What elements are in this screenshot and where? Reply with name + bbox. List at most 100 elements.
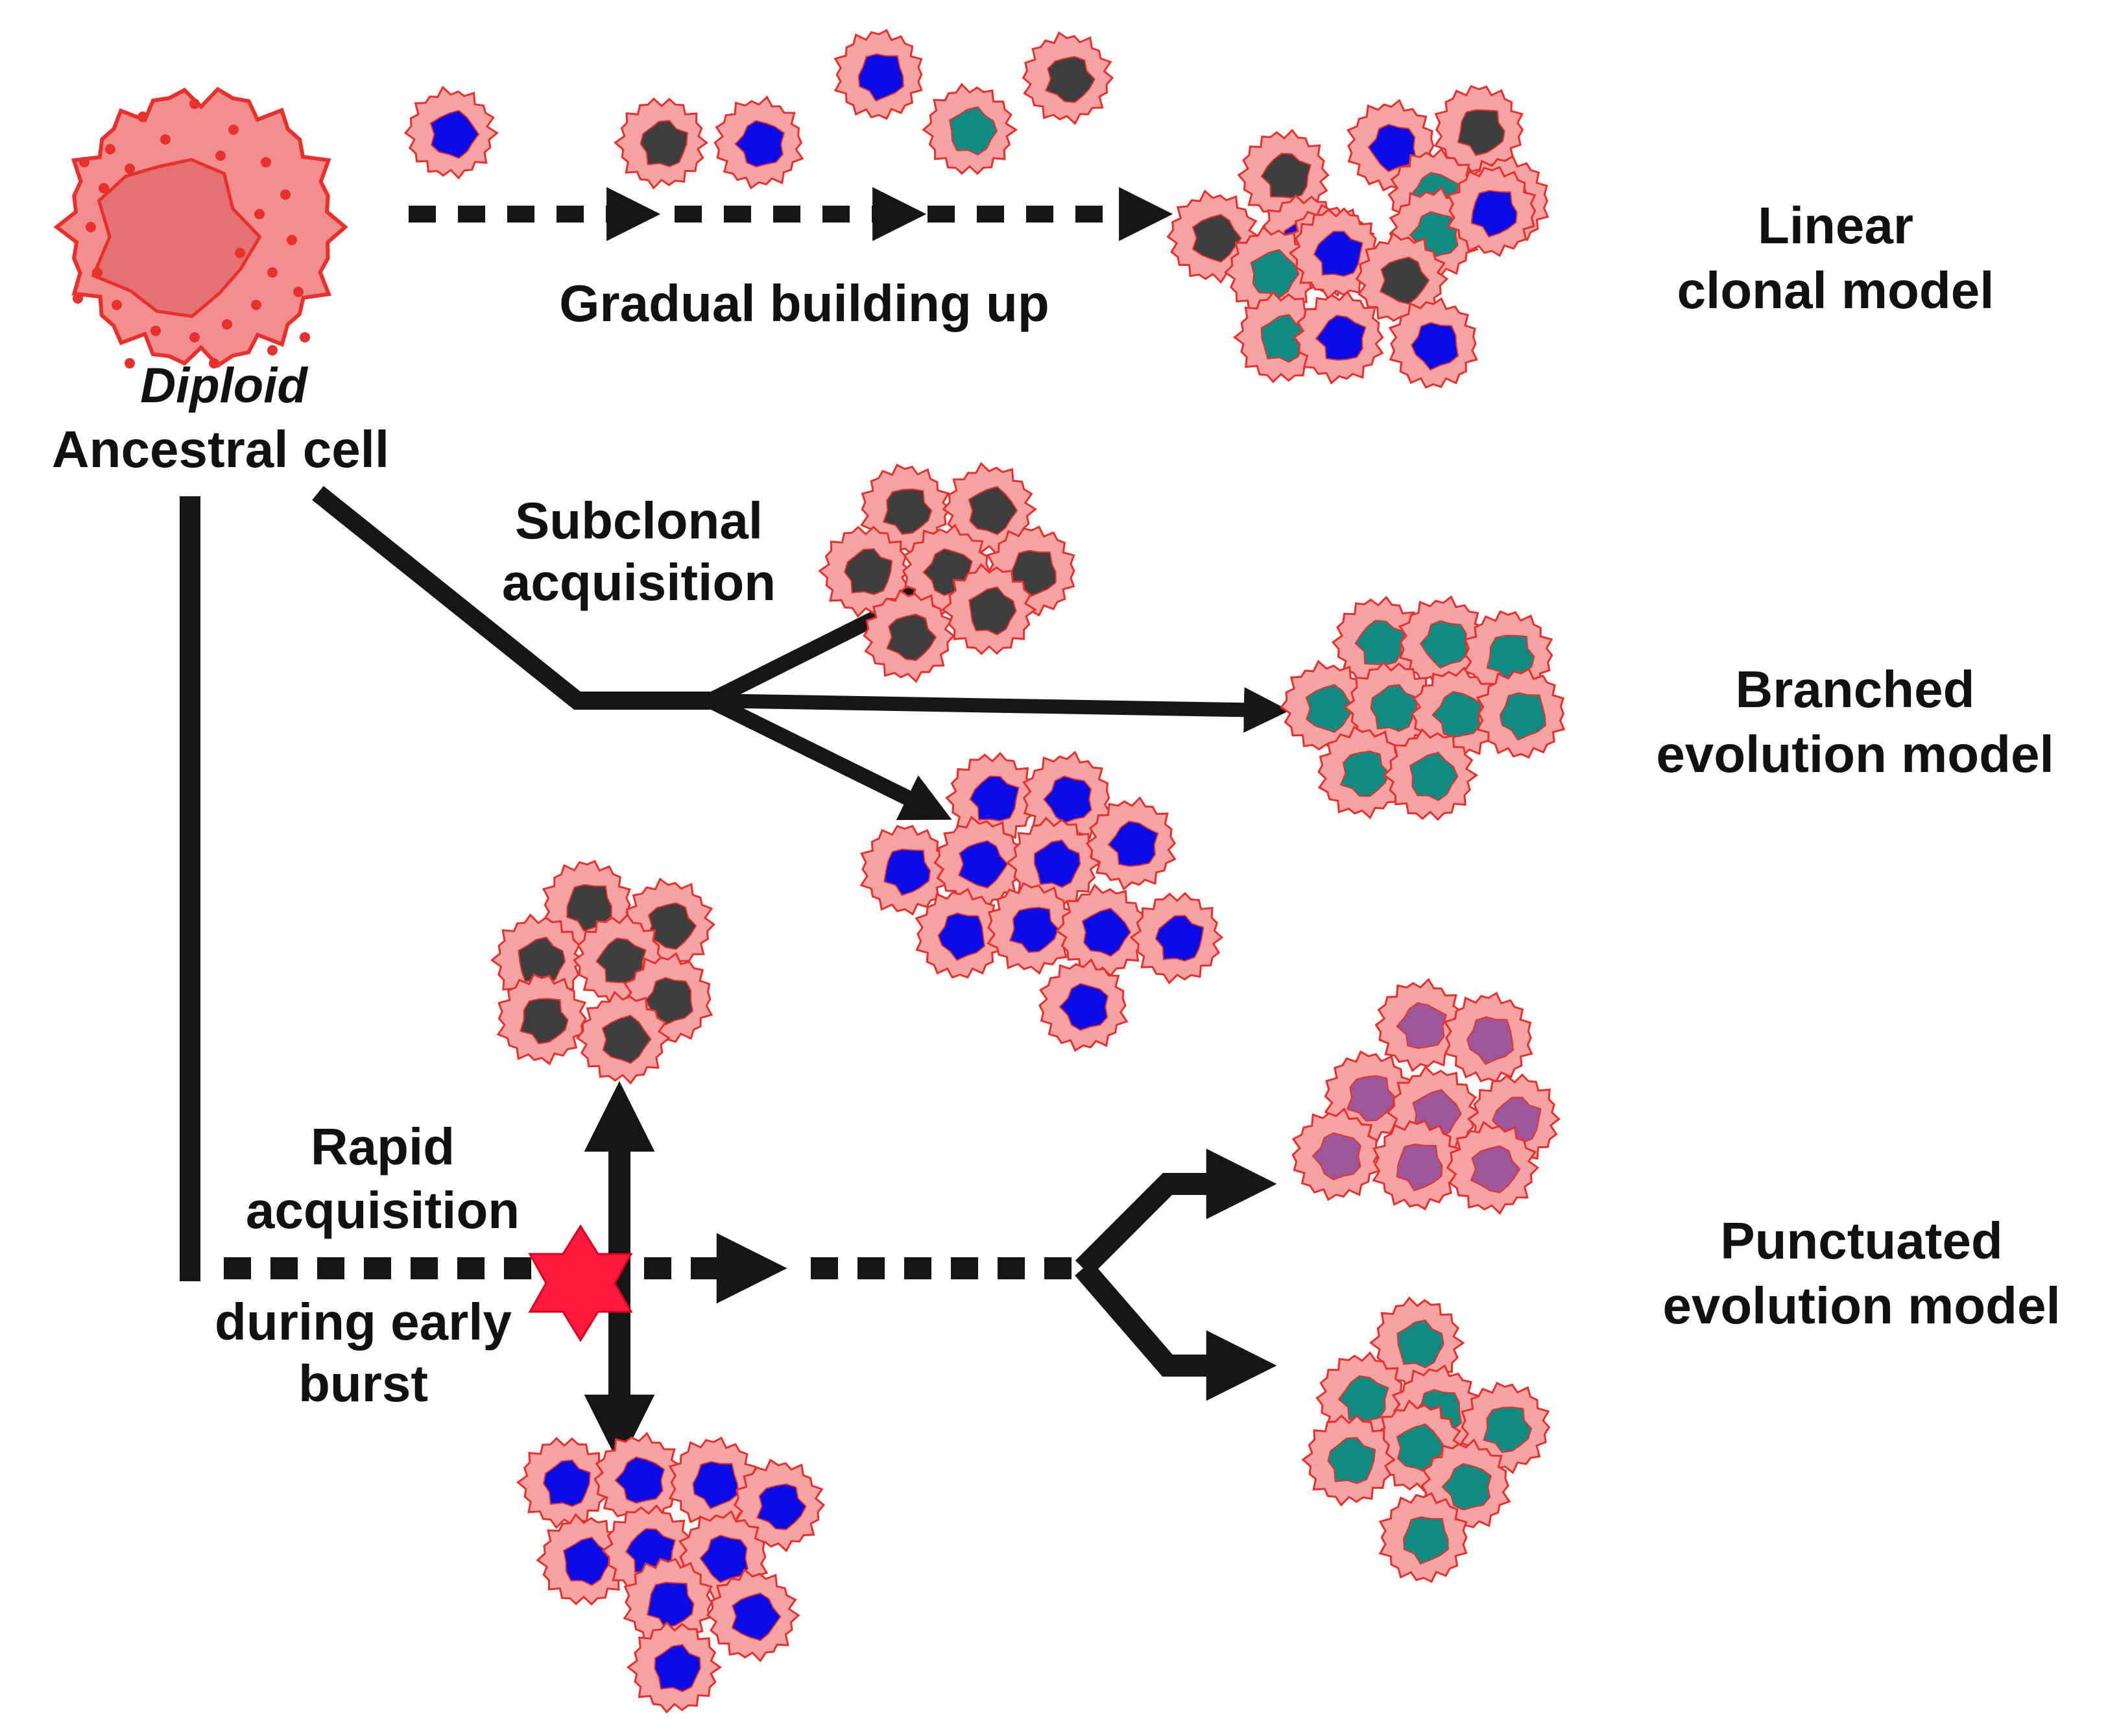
granule-dot — [267, 345, 278, 356]
cell-gray — [942, 462, 1038, 556]
cell-nucleus — [1483, 1406, 1533, 1453]
cell-blue — [1038, 958, 1129, 1052]
cell-nucleus — [1192, 213, 1242, 263]
cell-blue — [593, 1432, 684, 1526]
granule-dot — [222, 319, 232, 330]
cell-nucleus — [1260, 313, 1308, 363]
cell-teal — [1369, 1296, 1465, 1389]
cell-blue — [678, 1510, 769, 1603]
cell-nucleus — [857, 53, 904, 102]
ancestral-cell — [53, 86, 348, 368]
burst-star-icon — [528, 1224, 633, 1342]
cell-nucleus — [1044, 56, 1096, 103]
cell-nucleus — [601, 1015, 652, 1065]
granule-dot — [105, 144, 115, 154]
cell-gray — [496, 973, 587, 1066]
cell-gray — [1237, 128, 1330, 223]
cell-nucleus — [1312, 1132, 1361, 1181]
punctuated-purple-clone — [1291, 978, 1561, 1215]
cell-blue — [1446, 165, 1537, 258]
cell-nucleus — [1042, 775, 1092, 825]
linear-model-label-line1: Linear — [1758, 197, 1913, 254]
ancestral-cell-nucleus — [91, 158, 262, 319]
cell-nucleus — [968, 586, 1017, 636]
cell-nucleus — [1107, 821, 1159, 867]
cell-purple — [1443, 991, 1533, 1083]
ancestral-cell-label: Ancestral cell — [52, 420, 389, 478]
cell-teal — [1378, 1491, 1468, 1584]
granule-dot — [125, 163, 135, 174]
cell-nucleus — [948, 106, 998, 156]
punctuated-model-label-line1: Punctuated — [1720, 1212, 2003, 1270]
cell-blue — [1055, 884, 1151, 978]
cell-nucleus — [1315, 315, 1367, 361]
cell-nucleus — [1499, 692, 1546, 741]
granule-dot — [261, 157, 271, 167]
cell-nucleus — [1396, 1143, 1443, 1192]
granule-dot — [251, 300, 261, 310]
granule-dot — [293, 287, 304, 297]
cell-nucleus — [1431, 691, 1483, 738]
cell-nucleus — [654, 1644, 701, 1693]
branched-arrow-to-blue — [706, 693, 952, 821]
branched-blue-clone — [859, 751, 1224, 1052]
cell-nucleus — [699, 1534, 749, 1584]
cell-nucleus — [562, 1536, 612, 1586]
cell-nucleus — [1337, 1375, 1389, 1421]
granule-dot — [267, 267, 278, 278]
granule-dot — [79, 157, 90, 167]
cell-nucleus — [731, 1592, 782, 1641]
cell-teal — [1398, 595, 1489, 688]
granule-dot — [215, 151, 226, 161]
label-layer: Diploid Ancestral cell Gradual building … — [52, 197, 2061, 1412]
cell-nucleus — [1410, 322, 1459, 371]
cell-nucleus — [1396, 1319, 1444, 1369]
cell-nucleus — [1059, 983, 1109, 1031]
cell-nucleus — [1250, 248, 1300, 298]
granule-dot — [99, 183, 109, 193]
cell-nucleus — [1419, 620, 1468, 669]
branched-model-label-line2: evolution model — [1656, 725, 2054, 783]
cell-gray — [863, 589, 955, 683]
cell-blue — [1085, 796, 1177, 891]
cell-nucleus — [937, 912, 986, 961]
branched-gray-clone — [818, 462, 1075, 683]
cell-nucleus — [640, 119, 688, 167]
cell-nucleus — [844, 548, 893, 596]
cell-nucleus — [646, 902, 697, 950]
granule-dot — [189, 99, 200, 109]
branched-trunk-line — [312, 486, 710, 710]
cell-nucleus — [1313, 230, 1363, 277]
linear-stage-2 — [614, 95, 804, 190]
linear-model-label-line2: clonal model — [1677, 261, 1994, 319]
cell-nucleus — [968, 486, 1018, 536]
cell-purple — [1446, 1120, 1540, 1215]
cell-nucleus — [1033, 839, 1081, 888]
cell-blue — [915, 887, 1005, 979]
diploid-label: Diploid — [140, 358, 308, 413]
cell-nucleus — [429, 110, 480, 160]
cell-gray — [1355, 232, 1449, 326]
punctuated-fork-arrow-lower — [1075, 1260, 1277, 1401]
punctuated-blue-clone — [516, 1432, 826, 1714]
cell-nucleus — [1470, 1145, 1521, 1194]
ancestral-cell-granules — [73, 99, 310, 368]
cell-nucleus — [1409, 751, 1459, 801]
linear-stage-3 — [833, 29, 1114, 175]
cell-nucleus — [1396, 1002, 1448, 1049]
cell-blue — [713, 95, 804, 190]
cell-blue — [833, 29, 923, 120]
cell-nucleus — [1470, 189, 1518, 238]
punctuated-fork-arrow-upper — [1075, 1148, 1277, 1277]
cell-blue — [1005, 816, 1102, 910]
cell-nucleus — [1327, 1436, 1376, 1484]
cell-nucleus — [1339, 750, 1391, 797]
cell-nucleus — [1402, 1516, 1449, 1565]
cell-teal — [1301, 1414, 1396, 1507]
cell-nucleus — [1260, 152, 1312, 199]
granule-dot — [160, 134, 171, 145]
granule-dot — [73, 293, 83, 304]
cell-nucleus — [1441, 1463, 1492, 1511]
cell-blue — [1129, 891, 1224, 985]
